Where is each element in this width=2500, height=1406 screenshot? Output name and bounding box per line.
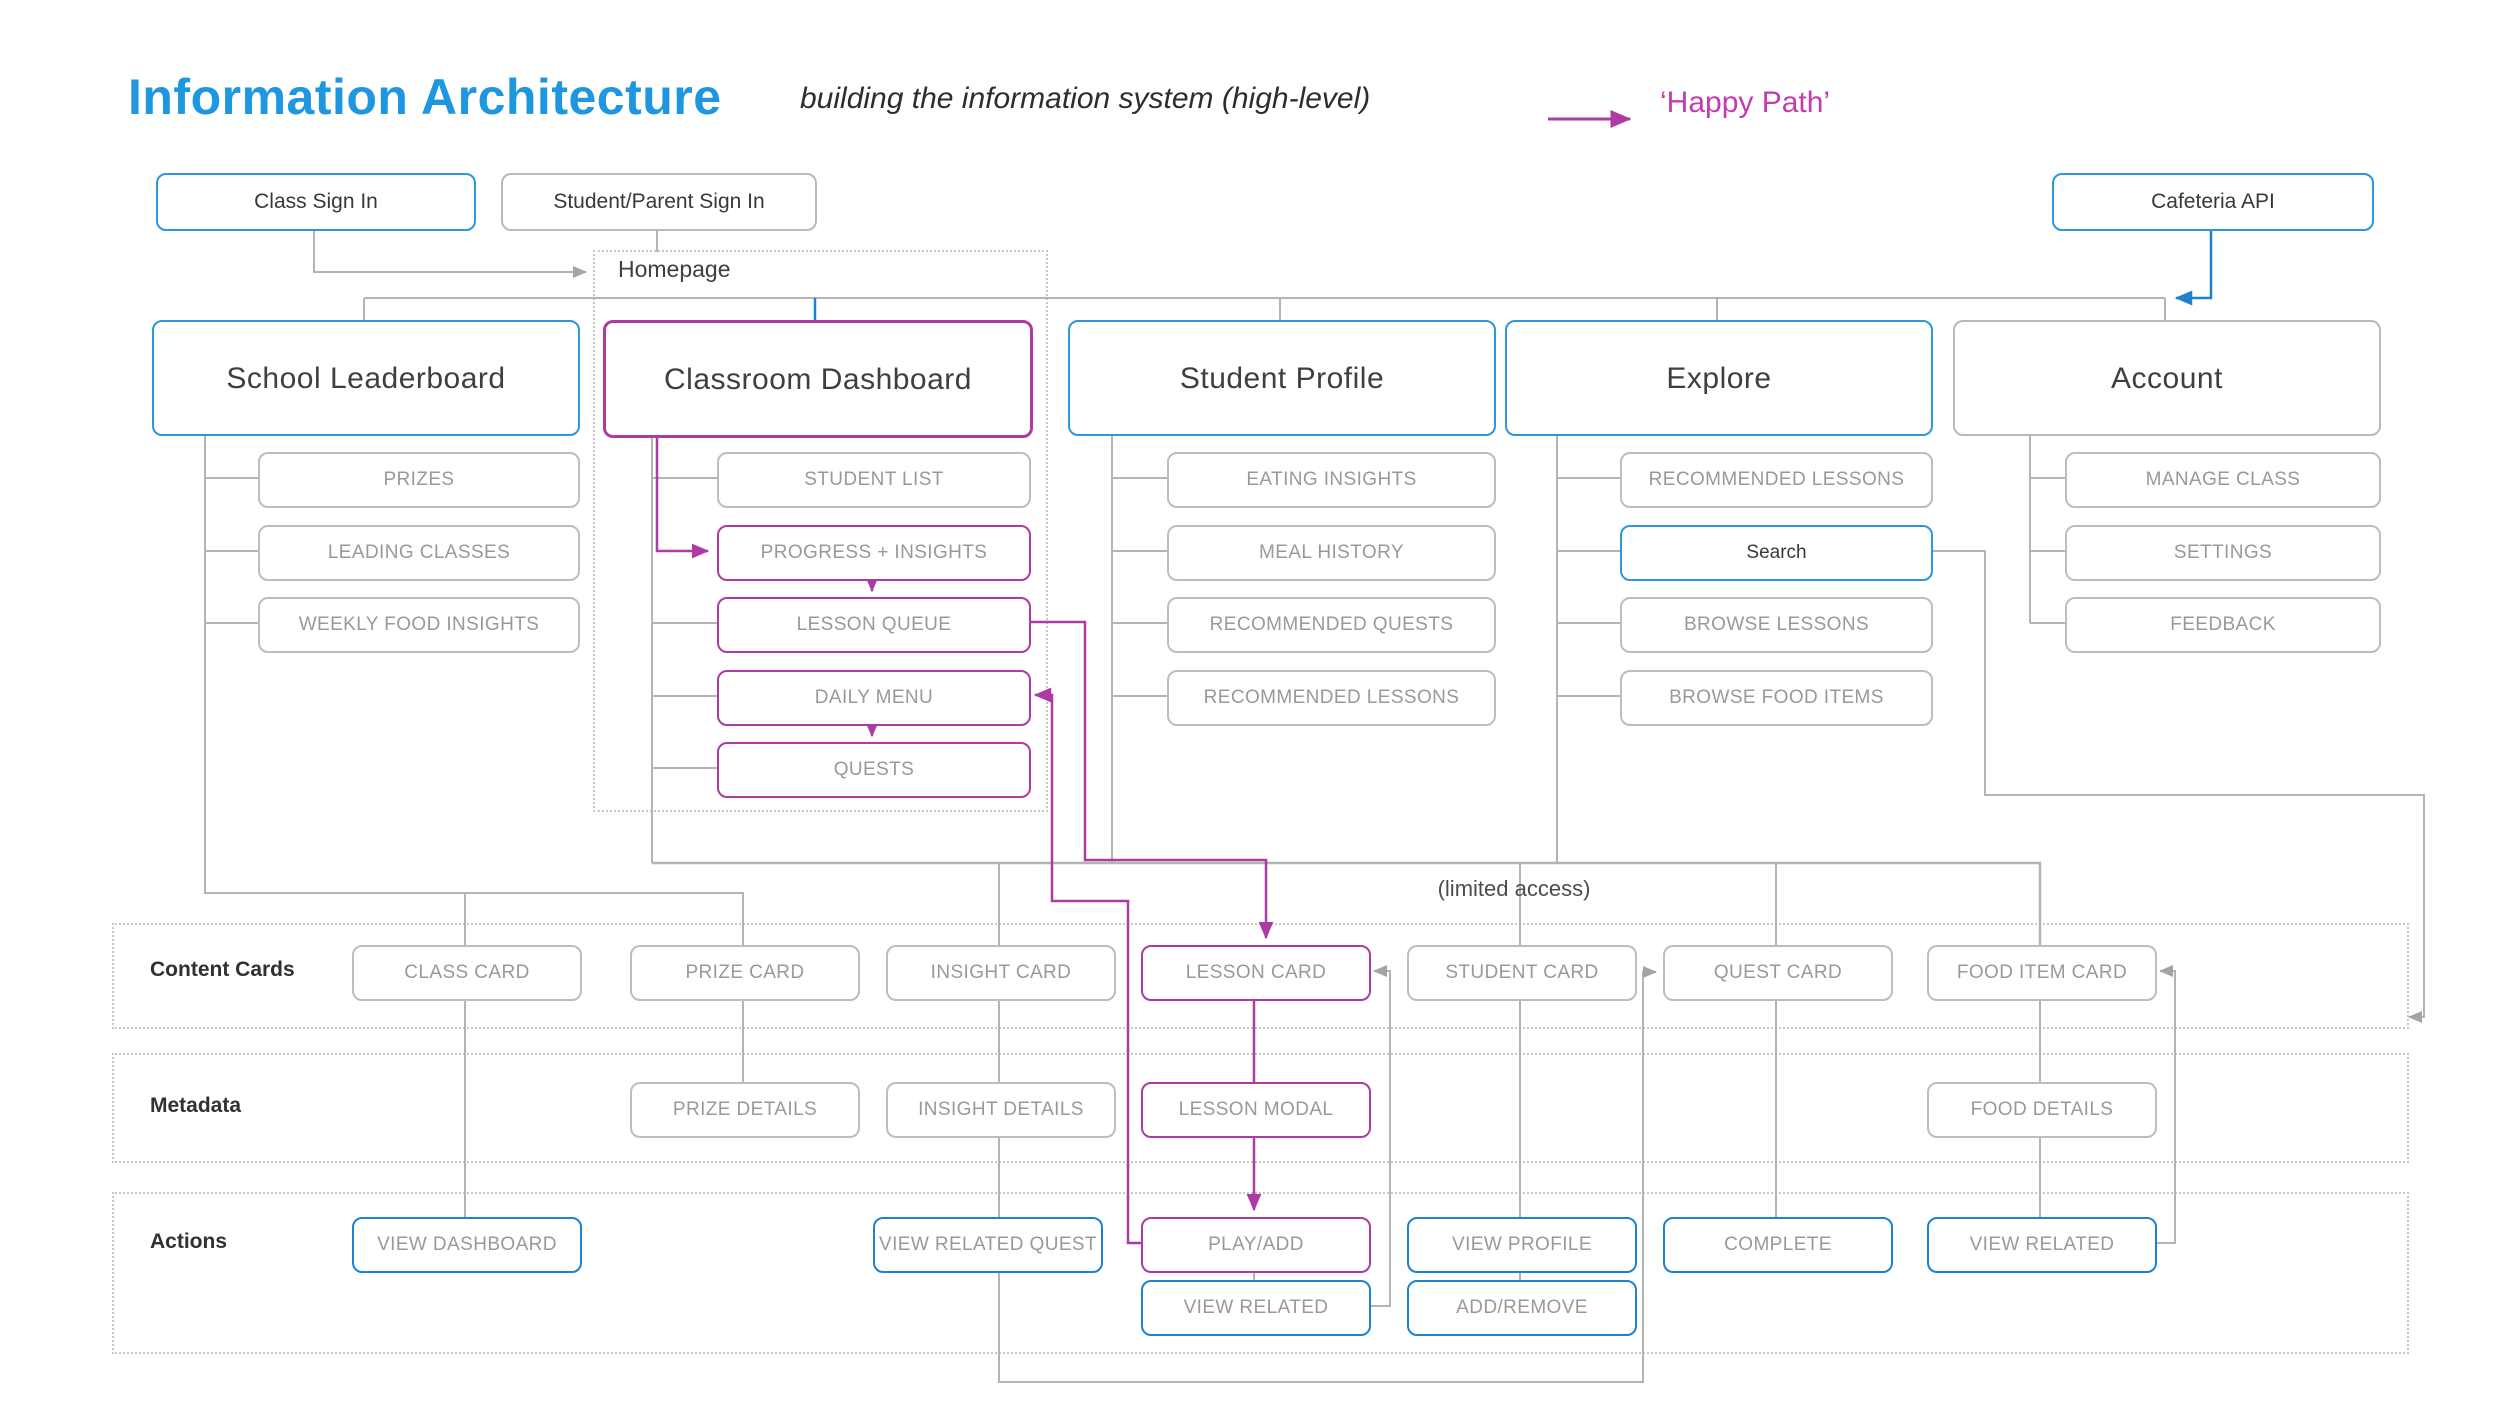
daily-menu-node: DAILY MENU bbox=[717, 670, 1031, 726]
student-list-node: STUDENT LIST bbox=[717, 452, 1031, 508]
student-card-node: STUDENT CARD bbox=[1407, 945, 1637, 1001]
connector-magenta bbox=[1027, 620, 1274, 940]
meal-history-node: MEAL HISTORY bbox=[1167, 525, 1496, 581]
settings-node: SETTINGS bbox=[2065, 525, 2381, 581]
class-card-node: CLASS CARD bbox=[352, 945, 582, 1001]
browse-lessons-node: BROWSE LESSONS bbox=[1620, 597, 1933, 653]
weekly-food-insights-node: WEEKLY FOOD INSIGHTS bbox=[258, 597, 580, 653]
prize-card-node: PRIZE CARD bbox=[630, 945, 860, 1001]
view-profile-node: VIEW PROFILE bbox=[1407, 1217, 1637, 1273]
search-node: Search bbox=[1620, 525, 1933, 581]
food-details-node: FOOD DETAILS bbox=[1927, 1082, 2157, 1138]
feedback-node: FEEDBACK bbox=[2065, 597, 2381, 653]
recommended-quests-node: RECOMMENDED QUESTS bbox=[1167, 597, 1496, 653]
connector-gray bbox=[1367, 965, 1391, 1307]
connector-gray bbox=[313, 227, 587, 278]
food-item-card-node: FOOD ITEM CARD bbox=[1927, 945, 2157, 1001]
connector-blue bbox=[2174, 227, 2213, 306]
happy-path-legend-label: ‘Happy Path’ bbox=[1660, 86, 1831, 119]
page-title: Information Architecture bbox=[128, 69, 722, 125]
metadata-row bbox=[112, 1053, 2409, 1163]
connector-gray bbox=[998, 966, 1657, 1383]
view-related-lesson-node: VIEW RELATED bbox=[1141, 1280, 1371, 1336]
student-profile-node: Student Profile bbox=[1068, 320, 1496, 436]
homepage-group-label: Homepage bbox=[618, 256, 731, 282]
connector-gray bbox=[1929, 550, 2425, 1023]
account-node: Account bbox=[1953, 320, 2381, 436]
school-leaderboard-node: School Leaderboard bbox=[152, 320, 580, 436]
explore-node: Explore bbox=[1505, 320, 1933, 436]
page-subtitle: building the information system (high-le… bbox=[800, 82, 1371, 115]
view-related-quest-node: VIEW RELATED QUEST bbox=[873, 1217, 1103, 1273]
complete-node: COMPLETE bbox=[1663, 1217, 1893, 1273]
connector-magenta bbox=[1033, 687, 1141, 1245]
cafeteria-api-node: Cafeteria API bbox=[2052, 173, 2374, 231]
actions-label: Actions bbox=[150, 1230, 228, 1253]
quests-node: QUESTS bbox=[717, 742, 1031, 798]
add-remove-node: ADD/REMOVE bbox=[1407, 1280, 1637, 1336]
student-parent-sign-in-node: Student/Parent Sign In bbox=[501, 173, 817, 231]
connector-gray bbox=[2153, 965, 2176, 1244]
leading-classes-node: LEADING CLASSES bbox=[258, 525, 580, 581]
limited-access-note: (limited access) bbox=[1437, 876, 1591, 901]
quest-card-node: QUEST CARD bbox=[1663, 945, 1893, 1001]
prizes-node: PRIZES bbox=[258, 452, 580, 508]
connector-gray bbox=[652, 861, 2042, 945]
content-cards-label: Content Cards bbox=[150, 958, 295, 981]
metadata-label: Metadata bbox=[150, 1094, 242, 1117]
connector-magenta bbox=[655, 432, 710, 559]
browse-food-items-node: BROWSE FOOD ITEMS bbox=[1620, 670, 1933, 726]
lesson-modal-node: LESSON MODAL bbox=[1141, 1082, 1371, 1138]
class-sign-in-node: Class Sign In bbox=[156, 173, 476, 231]
view-dashboard-node: VIEW DASHBOARD bbox=[352, 1217, 582, 1273]
prize-details-node: PRIZE DETAILS bbox=[630, 1082, 860, 1138]
connector-gray bbox=[204, 432, 744, 945]
lesson-card-node: LESSON CARD bbox=[1141, 945, 1371, 1001]
lesson-queue-node: LESSON QUEUE bbox=[717, 597, 1031, 653]
classroom-dashboard-node: Classroom Dashboard bbox=[603, 320, 1033, 438]
view-related-food-node: VIEW RELATED bbox=[1927, 1217, 2157, 1273]
insight-card-node: INSIGHT CARD bbox=[886, 945, 1116, 1001]
recommended-lessons-explore-node: RECOMMENDED LESSONS bbox=[1620, 452, 1933, 508]
progress-insights-node: PROGRESS + INSIGHTS bbox=[717, 525, 1031, 581]
actions-row bbox=[112, 1192, 2409, 1354]
insight-details-node: INSIGHT DETAILS bbox=[886, 1082, 1116, 1138]
recommended-lessons-profile-node: RECOMMENDED LESSONS bbox=[1167, 670, 1496, 726]
play-add-node: PLAY/ADD bbox=[1141, 1217, 1371, 1273]
manage-class-node: MANAGE CLASS bbox=[2065, 452, 2381, 508]
homepage-group bbox=[593, 250, 1048, 812]
eating-insights-node: EATING INSIGHTS bbox=[1167, 452, 1496, 508]
